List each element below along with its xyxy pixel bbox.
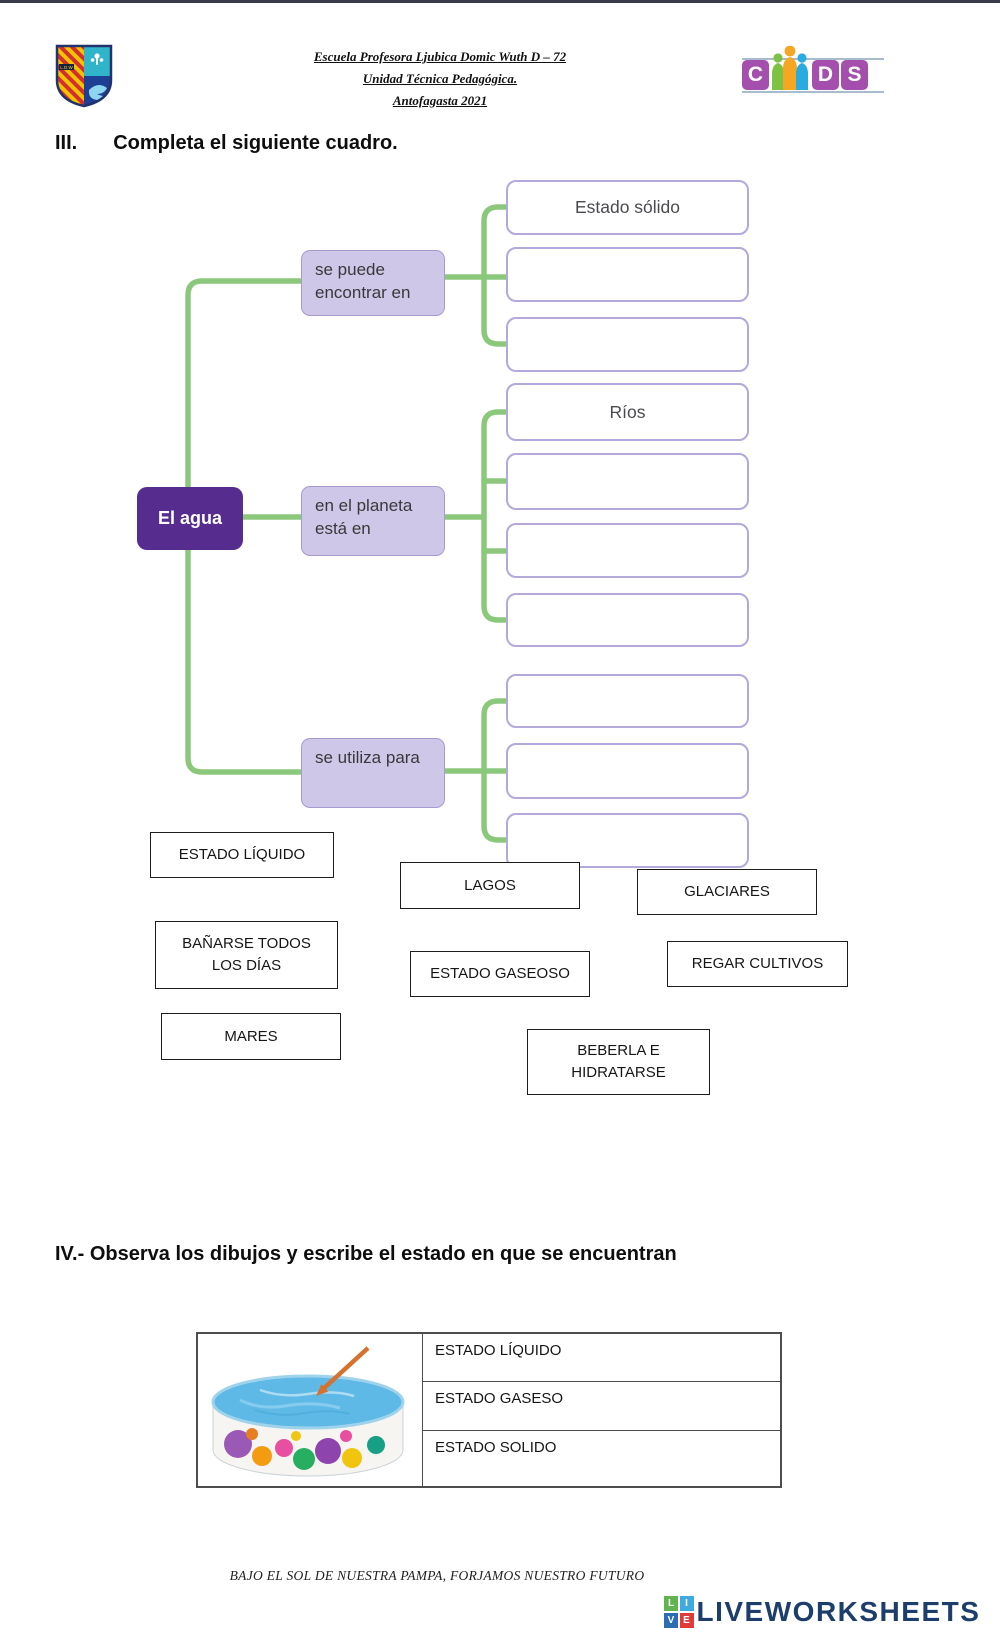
answer-box-branch2-4[interactable] [506,593,749,647]
liveworksheets-wordmark: LIVEWORKSHEETS [696,1596,981,1627]
pool-image-cell [198,1334,423,1488]
word-bank-mares[interactable]: MARES [161,1013,341,1060]
word-bank-glaciares[interactable]: GLACIARES [637,869,817,915]
cmds-logo: C D S [742,46,884,100]
option-estado-solido[interactable]: ESTADO SOLIDO [423,1430,780,1488]
section3-title: Completa el siguiente cuadro. [113,132,398,154]
diagram-branch-label-encontrar: se puede encontrar en [301,250,445,316]
answer-box-branch1-2[interactable] [506,247,749,302]
answer-box-branch3-2[interactable] [506,743,749,799]
header-text-block: Escuela Profesora Ljubica Domic Wuth D –… [250,46,630,112]
word-bank-regar-cultivos[interactable]: REGAR CULTIVOS [667,941,848,987]
school-crest-logo: L.D.W [55,44,113,108]
school-city-year: Antofagasta 2021 [392,93,488,108]
answer-box-branch2-2[interactable] [506,453,749,510]
cmds-letter-s: S [841,60,868,90]
answer-box-branch3-1[interactable] [506,674,749,728]
option-estado-liquido[interactable]: ESTADO LÍQUIDO [435,1342,562,1359]
child-box-rios: Ríos [506,383,749,441]
word-bank-estado-liquido[interactable]: ESTADO LÍQUIDO [150,832,334,878]
school-name: Escuela Profesora Ljubica Domic Wuth D –… [313,49,567,64]
cmds-line-top [742,58,884,60]
answer-box-branch2-3[interactable] [506,523,749,578]
top-edge-line [0,0,1000,3]
word-bank-beberla[interactable]: BEBERLA E HIDRATARSE [527,1029,710,1095]
cmds-line-bottom [742,91,884,93]
school-unit: Unidad Técnica Pedagógica. [362,71,518,86]
diagram-branch-label-utiliza: se utiliza para [301,738,445,808]
lw-icon-letter-e: E [679,1612,694,1628]
word-bank-lagos[interactable]: LAGOS [400,862,580,909]
option-estado-gaseso[interactable]: ESTADO GASESO [423,1381,780,1430]
section3-numeral: III. [55,132,78,154]
kiddie-pool-image [211,1346,405,1477]
liveworksheets-logo[interactable]: L I V E LIVEWORKSHEETS [664,1596,980,1628]
svg-text:L.D.W: L.D.W [60,65,73,70]
lw-icon-letter-v: V [664,1612,678,1628]
diagram-branch-label-planeta: en el planeta está en [301,486,445,556]
word-bank-banarse[interactable]: BAÑARSE TODOS LOS DÍAS [155,921,338,989]
section3-heading: III. Completa el siguiente cuadro. [55,132,398,155]
cmds-letter-d: D [812,60,839,90]
child-box-estado-solido: Estado sólido [506,180,749,235]
answer-box-branch3-3[interactable] [506,813,749,868]
cmds-letter-c: C [742,60,769,90]
cmds-people-icon [770,46,810,94]
lw-icon-letter-l: L [664,1596,678,1612]
lw-icon-letter-i: I [679,1596,694,1612]
section4-heading: IV.- Observa los dibujos y escribe el es… [55,1243,677,1265]
section4-table: ESTADO LÍQUIDO ESTADO GASESO ESTADO SOLI… [196,1332,782,1488]
school-crest-icon: L.D.W [55,44,113,108]
school-motto: BAJO EL SOL DE NUESTRA PAMPA, FORJAMOS N… [229,1568,645,1583]
answer-box-branch1-3[interactable] [506,317,749,372]
word-bank-estado-gaseoso[interactable]: ESTADO GASEOSO [410,951,590,997]
diagram-root-el-agua: El agua [137,487,243,550]
liveworksheets-icon: L I V E [664,1596,694,1628]
